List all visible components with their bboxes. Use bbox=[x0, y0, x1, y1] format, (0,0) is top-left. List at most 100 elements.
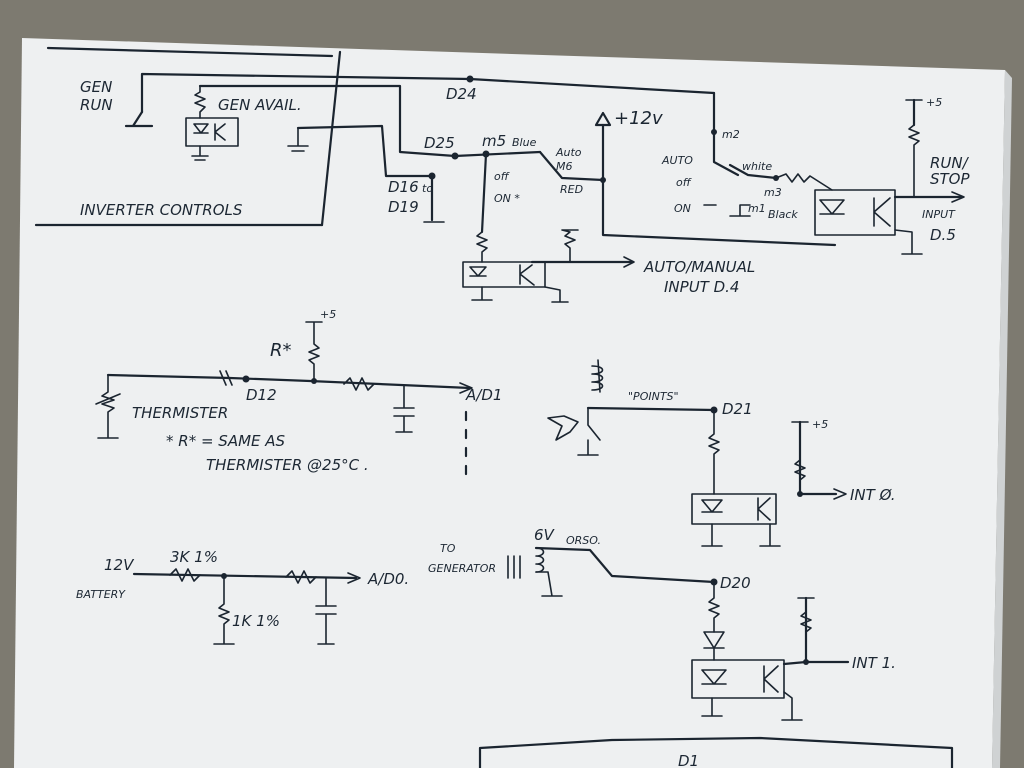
label-3k: 3K 1% bbox=[170, 548, 218, 566]
paper-edge bbox=[992, 70, 1012, 768]
label-r-star: R* bbox=[270, 340, 292, 361]
v12-arrow bbox=[594, 111, 612, 127]
spark-mark bbox=[547, 415, 579, 441]
label-d24: D24 bbox=[446, 85, 477, 103]
label-generator: GENERATOR bbox=[428, 562, 496, 575]
label-plus5-c: +5 bbox=[812, 418, 828, 431]
label-gen: GEN bbox=[80, 78, 112, 96]
label-note-1: * R* = SAME AS bbox=[166, 432, 286, 450]
int0-opto bbox=[691, 493, 777, 525]
bottom-box bbox=[478, 736, 954, 768]
label-gen-avail: GEN AVAIL. bbox=[218, 96, 302, 114]
int0-opto-inner bbox=[701, 497, 771, 521]
left-ground bbox=[287, 127, 309, 152]
auto-manual-pullup bbox=[561, 229, 579, 263]
transformer-core bbox=[507, 555, 521, 579]
auto-manual-emitter bbox=[544, 286, 569, 303]
auto-manual-opto bbox=[462, 261, 546, 288]
thermister-element bbox=[97, 374, 119, 439]
gen-run-switch bbox=[124, 110, 154, 128]
label-red: RED bbox=[560, 183, 583, 196]
top-bus-wire bbox=[140, 72, 716, 114]
label-auto-m6: Auto bbox=[555, 146, 582, 159]
m2-wire bbox=[712, 91, 740, 177]
label-blue: Blue bbox=[512, 136, 537, 149]
label-points: "POINTS" bbox=[628, 390, 679, 403]
points-coil bbox=[591, 359, 604, 393]
m2-node bbox=[711, 129, 717, 135]
label-m1: m1 bbox=[748, 202, 766, 215]
run-stop-pullup bbox=[905, 99, 923, 198]
label-input-d5: INPUT bbox=[922, 208, 956, 221]
label-12v-battery: 12V bbox=[104, 556, 135, 574]
label-run: RUN bbox=[80, 96, 113, 114]
break-mark bbox=[219, 370, 233, 386]
m3-switch-arm bbox=[728, 163, 778, 180]
box-top-line bbox=[46, 46, 334, 58]
label-m2: m2 bbox=[722, 128, 740, 141]
int1-node bbox=[803, 659, 809, 665]
label-white: white bbox=[742, 160, 772, 173]
label-6v-b: ORSO. bbox=[566, 534, 601, 547]
label-d25: D25 bbox=[424, 134, 455, 152]
label-m5: m5 bbox=[482, 132, 506, 150]
int0-arrow bbox=[833, 488, 847, 500]
d20-wire bbox=[534, 546, 716, 584]
int1-resistor bbox=[708, 581, 720, 633]
ad0-capacitor bbox=[315, 577, 337, 645]
d12-node bbox=[242, 375, 250, 383]
label-plus5-b: +5 bbox=[320, 308, 336, 321]
label-d16-to: to bbox=[422, 182, 433, 195]
run-stop-opto-inner bbox=[819, 197, 891, 227]
m6-switch-arm bbox=[538, 150, 605, 182]
int1-diode bbox=[703, 631, 725, 661]
r1k-resistor bbox=[213, 575, 235, 645]
label-auto-manual: AUTO/MANUAL bbox=[643, 258, 755, 276]
d25-node bbox=[451, 152, 459, 160]
label-to: TO bbox=[440, 542, 456, 555]
ad1-arrow bbox=[459, 382, 473, 394]
gen-avail-resistor bbox=[194, 85, 206, 119]
gen-avail-opto bbox=[185, 117, 239, 147]
ad1-resistor bbox=[343, 377, 375, 391]
label-ad0: A/D0. bbox=[367, 570, 409, 588]
label-note-2: THERMISTER @25°C . bbox=[206, 456, 369, 474]
gen-avail-wire bbox=[198, 84, 457, 158]
label-int0: INT Ø. bbox=[850, 486, 896, 504]
run-stop-resistor bbox=[775, 173, 833, 191]
label-thermister: THERMISTER bbox=[132, 404, 228, 422]
points-wire bbox=[586, 406, 716, 412]
label-plus5-a: +5 bbox=[926, 96, 942, 109]
label-off2: off bbox=[676, 176, 692, 189]
label-12v: +12v bbox=[614, 108, 663, 129]
d24-node bbox=[466, 75, 474, 83]
label-bottom: D1 bbox=[678, 752, 699, 768]
transformer-ground bbox=[535, 571, 563, 597]
label-d19: D19 bbox=[388, 198, 419, 216]
label-battery: BATTERY bbox=[76, 588, 126, 601]
int0-node bbox=[797, 491, 803, 497]
int1-pullup bbox=[797, 597, 815, 633]
d25-wire bbox=[453, 150, 542, 158]
label-on-star: ON * bbox=[494, 192, 520, 205]
ad1-capacitor bbox=[393, 385, 415, 433]
int0-resistor bbox=[708, 409, 720, 495]
label-on2: ON bbox=[674, 202, 691, 215]
auto-manual-ground bbox=[471, 286, 493, 301]
transformer-coil bbox=[535, 547, 545, 573]
label-off-star: off bbox=[494, 170, 510, 183]
auto-manual-resistor bbox=[476, 231, 488, 263]
label-run-stop: RUN/ bbox=[930, 154, 970, 172]
label-6v: 6V bbox=[534, 526, 556, 544]
label-d16: D16 bbox=[388, 178, 419, 196]
label-d12: D12 bbox=[246, 386, 277, 404]
label-inverter-controls: INVERTER CONTROLS bbox=[80, 201, 243, 219]
auto-manual-arrow bbox=[623, 256, 635, 268]
r3k-resistor bbox=[169, 568, 201, 582]
label-stop: STOP bbox=[930, 170, 970, 188]
m5-down-wire bbox=[480, 152, 488, 234]
gen-avail-opto-inner bbox=[193, 123, 226, 141]
int1-opto bbox=[691, 659, 785, 699]
v12-rail bbox=[601, 123, 837, 247]
